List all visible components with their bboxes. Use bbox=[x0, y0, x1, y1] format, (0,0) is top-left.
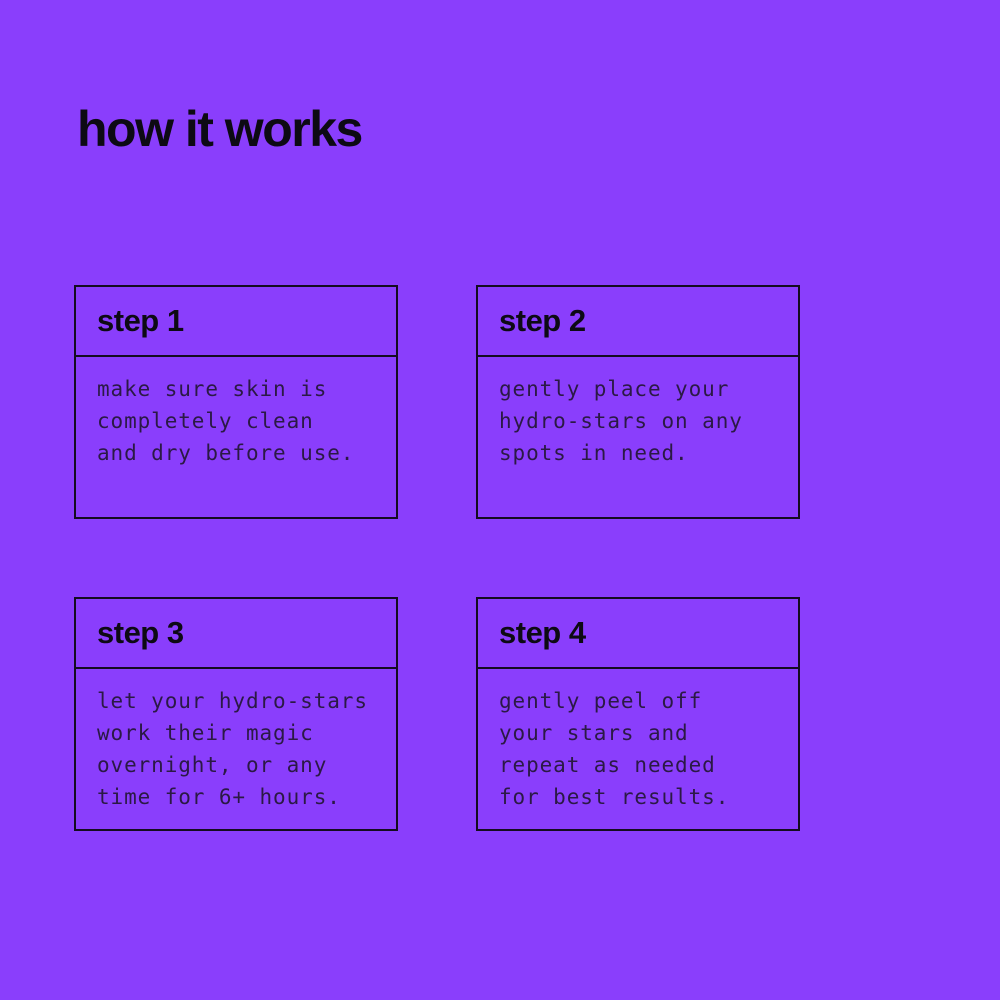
step-card-3: step 3 let your hydro-stars work their m… bbox=[74, 597, 398, 831]
page-title: how it works bbox=[77, 101, 363, 157]
step-3-description: let your hydro-stars work their magic ov… bbox=[97, 689, 368, 809]
step-1-description: make sure skin is completely clean and d… bbox=[97, 377, 355, 465]
step-card-2: step 2 gently place your hydro-stars on … bbox=[476, 285, 800, 519]
step-4-label: step 4 bbox=[478, 599, 798, 669]
step-2-description: gently place your hydro-stars on any spo… bbox=[499, 377, 743, 465]
step-4-description: gently peel off your stars and repeat as… bbox=[499, 689, 730, 809]
step-card-1: step 1 make sure skin is completely clea… bbox=[74, 285, 398, 519]
step-3-label: step 3 bbox=[76, 599, 396, 669]
step-2-label: step 2 bbox=[478, 287, 798, 357]
step-1-label: step 1 bbox=[76, 287, 396, 357]
step-card-4: step 4 gently peel off your stars and re… bbox=[476, 597, 800, 831]
